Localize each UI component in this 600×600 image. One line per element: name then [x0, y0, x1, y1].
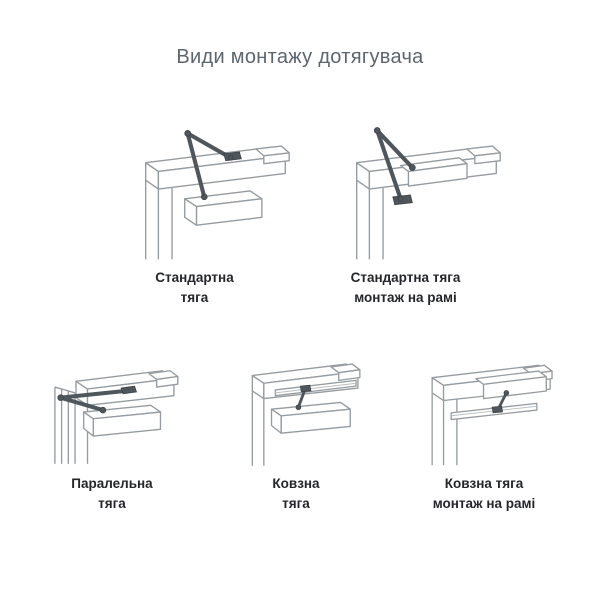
closer-body	[184, 190, 263, 226]
door-leaf	[251, 391, 265, 466]
caption-line: тяга	[98, 495, 126, 511]
door-leaf	[145, 180, 173, 260]
caption-line: монтаж на рамі	[432, 495, 536, 511]
caption-line: тяга	[282, 495, 310, 511]
slide-arm-frame-mount-diagram	[431, 364, 553, 466]
closer-body	[83, 404, 162, 437]
slide-channel	[274, 379, 357, 397]
caption-line: Ковзна тяга	[444, 476, 524, 492]
top-row: Стандартна тяга	[0, 115, 600, 307]
parallel-arm-diagram	[54, 370, 179, 465]
standard-arm-door-mount-diagram	[145, 130, 290, 260]
caption-line: Стандартна тяга	[350, 270, 461, 285]
closer-arm	[184, 130, 242, 201]
page-title: Види монтажу дотягувача	[176, 46, 424, 68]
figure-standard-arm: Стандартна тяга	[92, 115, 297, 307]
closer-body	[270, 401, 351, 434]
figure-caption: Стандартна тяга	[155, 268, 233, 307]
caption-line: монтаж на рамі	[354, 289, 457, 305]
figure-caption: Стандартна тяга монтаж на рамі	[351, 268, 461, 307]
caption-line: Стандартна	[155, 270, 234, 285]
figure-caption: Ковзна тяга	[272, 474, 319, 513]
door-leaf	[431, 393, 458, 466]
figure-parallel-arm: Паралельна тяга	[28, 331, 196, 513]
figure-slide-arm: Ковзна тяга	[212, 331, 380, 513]
caption-line: Ковзна	[272, 476, 320, 492]
caption-line: Паралельна	[71, 476, 153, 492]
closer-arm	[373, 127, 416, 206]
caption-line: тяга	[180, 289, 209, 305]
door-leaf	[54, 386, 89, 465]
figure-standard-arm-frame-mount: Стандартна тяга монтаж на рамі	[303, 115, 508, 307]
standard-arm-frame-mount-diagram	[356, 127, 501, 260]
bottom-row: Паралельна тяга	[0, 331, 600, 513]
closer-arm	[295, 384, 312, 411]
closer-arm	[491, 390, 510, 414]
door-frame	[145, 145, 290, 190]
slide-arm-door-mount-diagram	[251, 363, 361, 466]
door-leaf	[356, 180, 384, 260]
closer-body	[475, 370, 547, 400]
closer-arm	[57, 385, 137, 414]
figure-caption: Ковзна тяга монтаж на рамі	[433, 474, 536, 513]
closer-body	[399, 157, 468, 187]
figure-caption: Паралельна тяга	[71, 474, 152, 513]
figure-slide-arm-frame-mount: Ковзна тяга монтаж на рамі	[396, 331, 572, 513]
